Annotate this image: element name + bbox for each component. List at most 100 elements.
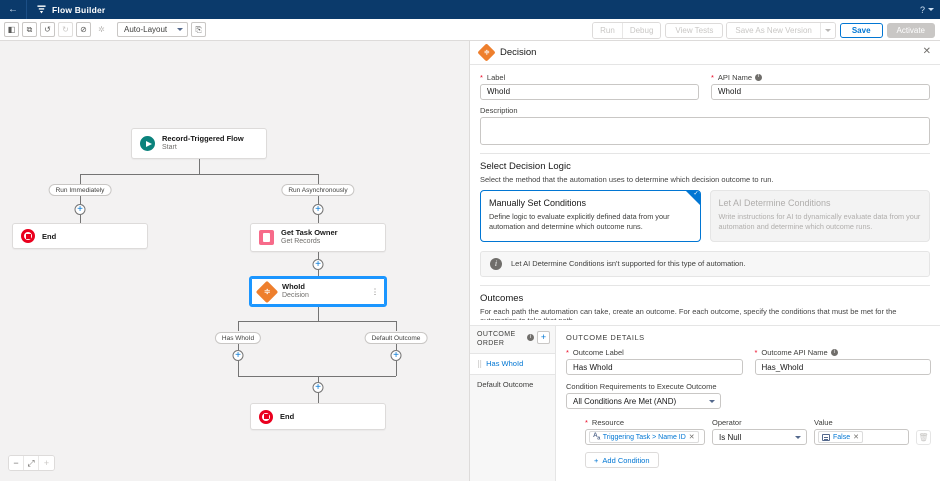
flow-node-end-bottom[interactable]: End xyxy=(250,403,386,430)
outcome-label-label: * Outcome Label xyxy=(566,348,743,357)
condition-value-input[interactable]: False ✕ xyxy=(814,429,909,445)
node-title: End xyxy=(280,412,295,421)
outcome-list-item-has-whoid[interactable]: ⣿ Has WhoId xyxy=(470,352,555,374)
option-description: Write instructions for AI to dynamically… xyxy=(718,211,921,232)
help-menu[interactable]: ? xyxy=(920,0,934,19)
resource-token[interactable]: Aa Triggering Task > Name ID ✕ xyxy=(589,431,699,443)
outcome-details-column: OUTCOME DETAILS * Outcome Label Has WhoI… xyxy=(556,326,940,481)
outcome-api-name-input[interactable]: Has_WhoId xyxy=(754,359,931,375)
condition-operator-group: Operator Is Null xyxy=(712,418,807,445)
connector-line xyxy=(318,307,319,321)
undo-button[interactable]: ↺ xyxy=(40,22,55,37)
branch-label-run-async[interactable]: Run Asynchronously xyxy=(281,184,355,196)
connector-line xyxy=(199,159,200,174)
add-element-button[interactable] xyxy=(232,350,244,361)
condition-requirements-select[interactable]: All Conditions Are Met (AND) xyxy=(566,393,721,409)
node-subtitle: Start xyxy=(162,143,177,151)
api-name-input[interactable]: WhoId xyxy=(711,83,930,100)
flow-node-start[interactable]: Record-Triggered Flow Start xyxy=(131,128,267,159)
branch-label-default-outcome[interactable]: Default Outcome xyxy=(364,332,428,344)
outcome-list-item-default-outcome[interactable]: Default Outcome xyxy=(470,373,555,395)
decision-icon: ≑ xyxy=(255,280,279,303)
debug-button[interactable]: Debug xyxy=(622,22,661,38)
run-button[interactable]: Run xyxy=(593,22,623,38)
connector-line xyxy=(318,174,319,184)
add-condition-button[interactable]: + Add Condition xyxy=(585,452,659,468)
name-fields-row: * Label WhoId * API Name i WhoId xyxy=(480,73,930,100)
close-icon[interactable]: ✕ xyxy=(922,46,931,58)
decision-icon: ≑ xyxy=(477,43,496,62)
branch-label-has-whoid[interactable]: Has WhoId xyxy=(214,332,262,344)
remove-token-icon[interactable]: ✕ xyxy=(853,434,859,441)
delete-condition-icon[interactable]: 🗑 xyxy=(916,430,931,445)
label-field-label: * Label xyxy=(480,73,699,82)
flow-node-decision[interactable]: ≑ WhoId Decision ⋮ xyxy=(249,276,387,307)
label-input[interactable]: WhoId xyxy=(480,83,699,100)
save-button[interactable]: Save xyxy=(839,22,883,38)
zoom-out-button[interactable]: − xyxy=(9,456,24,470)
connector-line xyxy=(396,344,397,350)
info-icon[interactable]: i xyxy=(527,334,534,341)
chevron-down-icon xyxy=(824,28,831,32)
settings-gear-icon[interactable]: ✲ xyxy=(98,25,105,34)
add-element-button[interactable] xyxy=(312,259,324,270)
info-icon[interactable]: i xyxy=(830,349,838,356)
condition-resource-input[interactable]: Aa Triggering Task > Name ID ✕ xyxy=(585,429,705,445)
info-icon[interactable]: i xyxy=(755,73,763,81)
option-let-ai-determine-conditions[interactable]: Let AI Determine Conditions Write instru… xyxy=(709,189,930,242)
add-outcome-button[interactable]: + xyxy=(537,331,550,344)
save-options-dropdown[interactable] xyxy=(820,22,835,38)
add-element-button[interactable] xyxy=(312,204,324,215)
condition-operator-select[interactable]: Is Null xyxy=(712,429,807,445)
api-name-field-group: * API Name i WhoId xyxy=(711,73,930,100)
zoom-in-button[interactable]: + xyxy=(39,456,54,470)
view-tests-button[interactable]: View Tests xyxy=(665,22,724,38)
operator-value: Is Null xyxy=(719,432,742,442)
layout-mode-select[interactable]: Auto-Layout xyxy=(117,22,189,37)
label-field-group: * Label WhoId xyxy=(480,73,699,100)
redo-button[interactable]: ↻ xyxy=(58,22,73,37)
panel-body: * Label WhoId * API Name i WhoId Descrip… xyxy=(470,65,940,320)
option-manually-set-conditions[interactable]: Manually Set Conditions Define logic to … xyxy=(480,189,701,242)
auto-layout-lock-icon[interactable]: ⊘ xyxy=(76,22,91,37)
required-marker: * xyxy=(480,72,483,82)
decision-logic-title: Select Decision Logic xyxy=(480,160,571,172)
label-text: API Name xyxy=(717,72,753,82)
ai-unsupported-notice: i Let AI Determine Conditions isn't supp… xyxy=(480,250,930,277)
node-menu-icon[interactable]: ⋮ xyxy=(371,287,379,296)
connector-line xyxy=(318,196,319,204)
connector-line xyxy=(238,344,239,350)
description-textarea[interactable] xyxy=(480,116,930,145)
boolean-resource-icon xyxy=(822,433,830,441)
flow-node-end-left[interactable]: End xyxy=(12,223,148,249)
option-description: Define logic to evaluate explicitly defi… xyxy=(489,211,670,232)
flow-canvas[interactable]: Record-Triggered Flow Start Run Immediat… xyxy=(0,41,470,481)
end-stop-icon xyxy=(21,229,35,243)
connector-line xyxy=(80,174,318,175)
add-element-button[interactable] xyxy=(312,382,324,393)
flow-node-get-records[interactable]: Get Task Owner Get Records xyxy=(250,223,386,252)
toggle-left-panel-button[interactable]: ◧ xyxy=(4,22,19,37)
save-as-new-version-button[interactable]: Save As New Version xyxy=(727,22,821,38)
add-element-button[interactable] xyxy=(390,350,402,361)
panel-header: ≑ Decision ✕ xyxy=(470,41,940,65)
connector-line xyxy=(80,196,81,204)
back-arrow-icon[interactable]: ← xyxy=(8,4,18,15)
elements-panel-button[interactable]: ⧉ xyxy=(22,22,37,37)
drag-handle-icon[interactable]: ⣿ xyxy=(477,360,482,368)
branch-label-run-immediately[interactable]: Run Immediately xyxy=(48,184,112,196)
value-token[interactable]: False ✕ xyxy=(818,431,863,443)
zoom-fit-button[interactable]: ⤢ xyxy=(24,456,39,470)
toolbar-actions: Run Debug View Tests Save As New Version… xyxy=(592,19,935,41)
header-divider xyxy=(26,0,27,19)
required-marker: * xyxy=(566,348,569,357)
app-title: Flow Builder xyxy=(52,4,106,15)
connector-line xyxy=(238,321,239,331)
activate-button[interactable]: Activate xyxy=(886,22,935,38)
outcome-order-header: OUTCOME ORDER i + xyxy=(470,326,555,353)
decision-logic-description: Select the method that the automation us… xyxy=(480,174,774,184)
remove-token-icon[interactable]: ✕ xyxy=(688,434,695,441)
add-element-button[interactable] xyxy=(74,204,86,215)
outcome-label-input[interactable]: Has WhoId xyxy=(566,359,743,375)
copy-element-button[interactable]: ⎘ xyxy=(191,22,207,37)
